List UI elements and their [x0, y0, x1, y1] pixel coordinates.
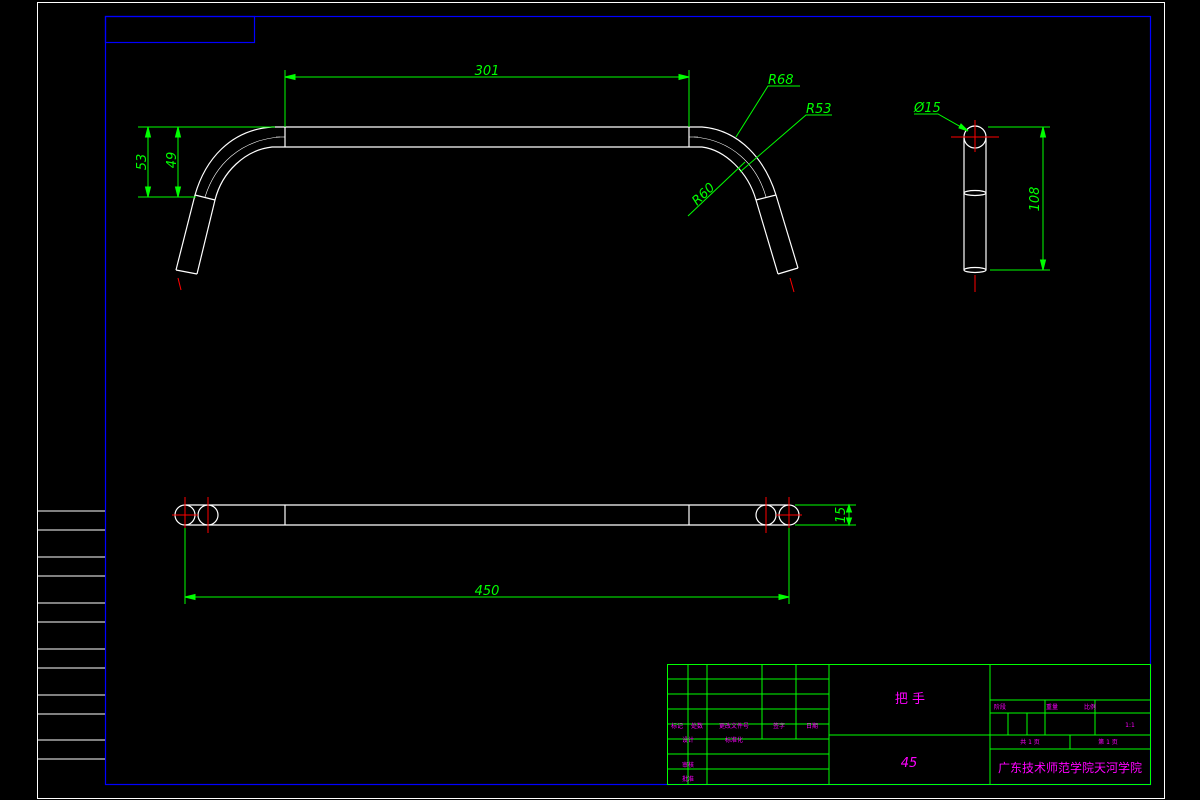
top-view-centerlines	[172, 497, 802, 533]
tb-label-scale: 比例	[1084, 703, 1096, 711]
front-view-centerlines	[177, 277, 795, 293]
dim-radius-mid: R53	[806, 102, 832, 117]
tb-material: 45	[901, 756, 918, 771]
tb-school-name: 广东技术师范学院天河学院	[998, 760, 1142, 775]
top-view-dimensions	[184, 503, 856, 604]
dim-inner-height: 49	[165, 152, 180, 169]
tb-label-mark: 标记	[671, 722, 683, 730]
tb-label-stage: 阶段	[994, 703, 1006, 711]
dim-radius-outer: R68	[768, 73, 794, 88]
dim-overall-length: 450	[475, 584, 500, 599]
tb-label-approve: 批准	[682, 775, 694, 783]
tb-sheets-total: 共 1 页	[1020, 738, 1040, 746]
tb-label-date: 日期	[806, 722, 818, 730]
tb-label-standard: 标准化	[725, 736, 743, 744]
tb-label-design: 设计	[682, 736, 694, 744]
tb-label-review: 审核	[682, 761, 694, 769]
reverse-code-box	[104, 15, 256, 44]
left-binding-strips	[37, 510, 105, 760]
dim-top-length: 301	[475, 64, 500, 79]
tb-label-sign: 签字	[773, 722, 785, 730]
dim-thickness: 15	[834, 507, 849, 524]
side-view-centerlines	[951, 120, 999, 292]
front-view-handle	[175, 126, 799, 275]
tb-label-change: 更改文件号	[719, 722, 749, 730]
dim-outer-height: 53	[135, 154, 150, 171]
title-block-grid	[667, 664, 1151, 785]
side-view-dimensions	[914, 113, 1050, 271]
tb-sheet-no: 第 1 页	[1098, 738, 1118, 746]
drawing-frame	[104, 15, 1152, 786]
top-view-handle	[174, 504, 800, 526]
tb-label-count: 处数	[691, 722, 703, 730]
dim-side-height: 108	[1028, 187, 1043, 212]
sheet-outer-border	[37, 2, 1165, 799]
dim-radius-inner: R60	[689, 180, 718, 209]
tb-scale-value: 1:1	[1125, 722, 1135, 729]
front-view-dimensions	[138, 70, 832, 217]
tb-part-name: 把 手	[895, 692, 925, 707]
tb-label-weight: 重量	[1046, 703, 1058, 711]
dim-diameter: Ø15	[913, 101, 941, 116]
